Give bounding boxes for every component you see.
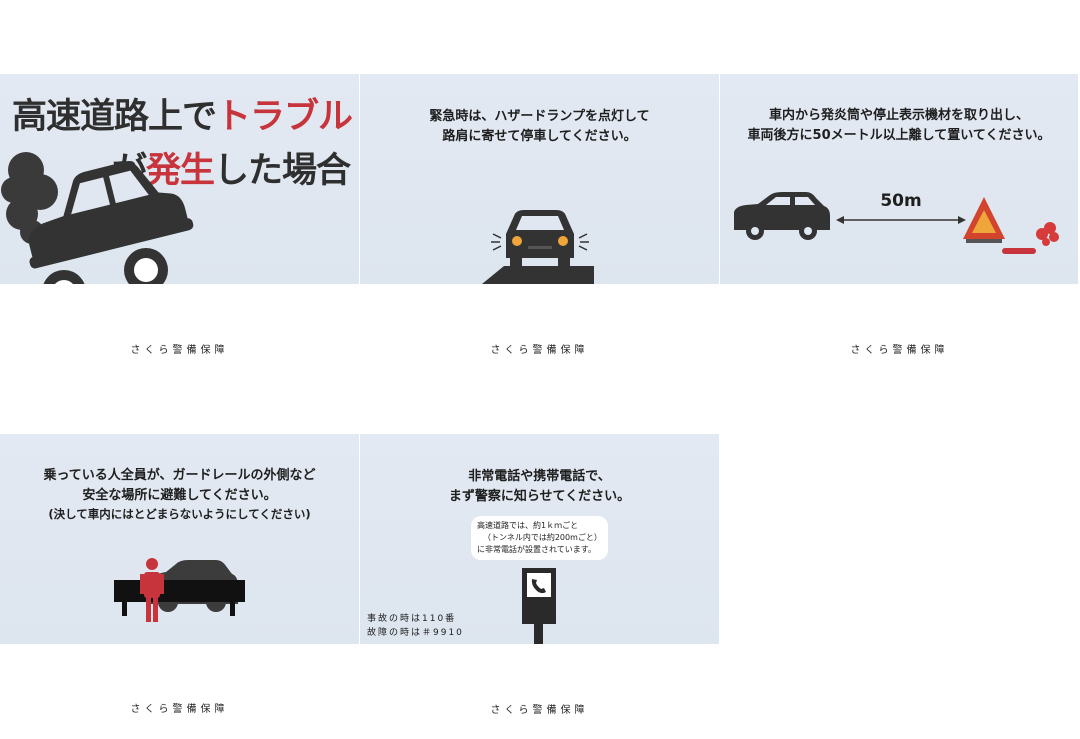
emergency-phone-illustration	[522, 568, 556, 644]
title-part: 高速道路上で	[12, 97, 217, 137]
title-highlight: 発生	[146, 151, 215, 191]
title-highlight: トラブル	[216, 97, 353, 137]
broken-car-illustration	[1, 152, 194, 284]
evacuate-line-3: (決して車内にはとどまらないようにしてください)	[48, 507, 311, 521]
car-icon	[28, 161, 194, 269]
bubble-line: （トンネル内では約200mごと）	[483, 533, 602, 542]
bubble-line: 高速道路では、約1ｋｍごと	[477, 521, 579, 530]
evacuate-line-1: 乗っている人全員が、ガードレールの外側など	[43, 468, 316, 483]
hazard-car-illustration	[482, 210, 594, 284]
panel-warning-triangle: 車内から発炎筒や停止表示機材を取り出し、 車両後方に50メートル以上離して置いて…	[720, 74, 1078, 284]
title-part: した場合	[214, 151, 351, 191]
hazard-line-1: 緊急時は、ハザードランプを点灯して	[429, 109, 650, 124]
evacuate-line-2: 安全な場所に避難してください。	[82, 488, 277, 503]
title-line-2: が発生した場合	[112, 142, 351, 193]
distance-label: 50m	[880, 191, 922, 211]
guardrail-icon	[114, 580, 245, 616]
wheel-icon	[43, 270, 85, 284]
phone-handset-icon	[531, 579, 546, 594]
emergency-phone-icon	[522, 568, 556, 644]
person-icon	[140, 558, 164, 622]
hazard-lamp-icon	[512, 236, 522, 246]
flare-icon	[1002, 222, 1059, 254]
company-caption: さくら警備保障	[490, 345, 589, 356]
title-line-1: 高速道路上でトラブル	[12, 88, 353, 139]
car-side-icon	[734, 192, 830, 240]
call-line-2: まず警察に知らせてください。	[448, 489, 631, 504]
panel-trouble-title: 高速道路上でトラブル が発生した場合	[0, 74, 359, 284]
wheel-icon	[124, 248, 168, 284]
guardrail-illustration	[114, 558, 245, 622]
company-caption: さくら警備保障	[130, 345, 229, 356]
warning-triangle-icon	[963, 197, 1005, 243]
triangle-distance-illustration	[734, 192, 1059, 254]
bubble-line: に非常電話が設置されています。	[477, 545, 596, 554]
triangle-line-2: 車両後方に50メートル以上離して置いてください。	[747, 128, 1051, 143]
hazard-line-2: 路肩に寄せて停車してください。	[442, 129, 637, 144]
company-caption: さくら警備保障	[850, 345, 949, 356]
company-caption: さくら警備保障	[490, 705, 589, 716]
blink-lines-icon	[491, 233, 589, 251]
road-shoulder-icon	[482, 266, 594, 284]
panel-hazard: 緊急時は、ハザードランプを点灯して 路肩に寄せて停車してください。	[360, 74, 719, 284]
phone-info-bubble: 高速道路では、約1ｋｍごと （トンネル内では約200mごと） に非常電話が設置さ…	[471, 516, 608, 560]
triangle-line-1: 車内から発炎筒や停止表示機材を取り出し、	[768, 108, 1029, 123]
company-caption: さくら警備保障	[130, 704, 229, 715]
accident-number-note: 事故の時は110番	[367, 614, 457, 624]
hazard-lamp-icon	[558, 236, 568, 246]
car-front-icon	[506, 210, 574, 268]
panel-emergency-call: 非常電話や携帯電話で、 まず警察に知らせてください。 高速道路では、約1ｋｍごと…	[360, 434, 719, 644]
call-line-1: 非常電話や携帯電話で、	[468, 469, 611, 484]
panel-evacuate: 乗っている人全員が、ガードレールの外側など 安全な場所に避難してください。 (決…	[0, 434, 359, 644]
breakdown-number-note: 故障の時は＃9910	[367, 628, 464, 638]
distance-arrow-icon	[836, 216, 966, 224]
